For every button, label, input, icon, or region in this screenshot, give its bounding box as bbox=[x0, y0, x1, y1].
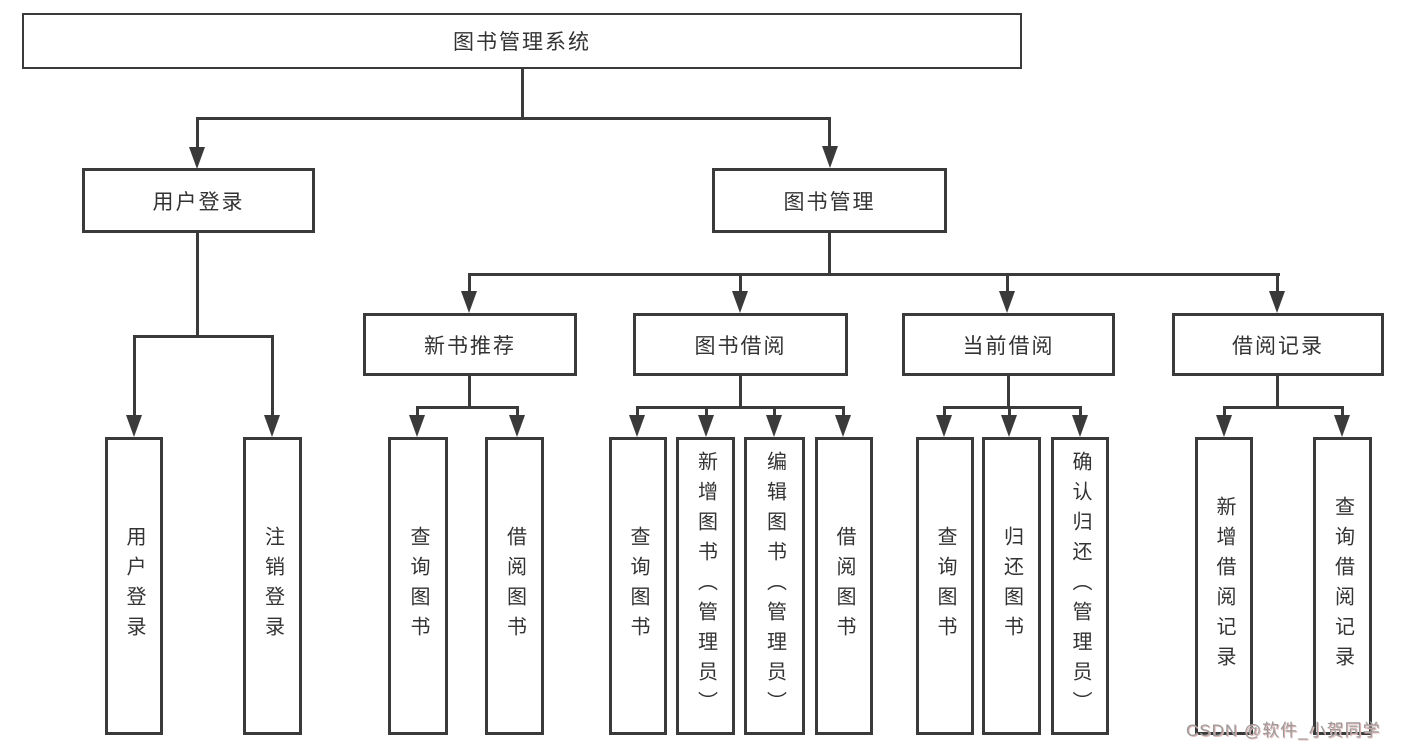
arrow-down-icon bbox=[264, 415, 280, 437]
connector-line bbox=[705, 406, 708, 418]
connector-line bbox=[1008, 406, 1011, 418]
node-book-borrowing: 图书借阅 bbox=[633, 313, 848, 376]
leaf-label: 归还图书 bbox=[1000, 526, 1023, 646]
connector-line bbox=[468, 273, 1280, 276]
node-user-login: 用户登录 bbox=[82, 168, 315, 233]
leaf-label: 借阅图书 bbox=[503, 526, 526, 646]
connector-line bbox=[773, 406, 776, 418]
node-new-book-recommend: 新书推荐 bbox=[363, 313, 577, 376]
connector-line bbox=[468, 376, 471, 409]
connector-line bbox=[636, 406, 845, 409]
connector-line bbox=[416, 406, 519, 409]
connector-line bbox=[468, 273, 471, 294]
leaf-query-borrow-record: 查询借阅记录 bbox=[1313, 437, 1372, 735]
arrow-down-icon bbox=[1269, 291, 1285, 313]
connector-line bbox=[416, 406, 419, 418]
leaf-borrow-books: 借阅图书 bbox=[815, 437, 873, 735]
arrow-down-icon bbox=[409, 415, 425, 437]
leaf-query-books-borrowing: 查询图书 bbox=[609, 437, 667, 735]
arrow-down-icon bbox=[732, 291, 748, 313]
connector-line bbox=[521, 69, 524, 117]
leaf-label: 注销登录 bbox=[261, 526, 284, 646]
connector-line bbox=[943, 406, 1082, 409]
connector-line bbox=[1276, 273, 1279, 294]
arrow-down-icon bbox=[461, 291, 477, 313]
arrow-down-icon bbox=[1216, 415, 1232, 437]
leaf-label: 查询图书 bbox=[407, 526, 429, 646]
connector-line bbox=[828, 117, 831, 150]
connector-line bbox=[739, 376, 742, 409]
connector-line bbox=[271, 335, 274, 418]
arrow-down-icon bbox=[766, 415, 782, 437]
arrow-down-icon bbox=[1072, 415, 1088, 437]
leaf-add-books-admin: 新增图书（管理员） bbox=[676, 437, 735, 735]
node-current-borrowing: 当前借阅 bbox=[902, 313, 1115, 376]
node-borrowing-records: 借阅记录 bbox=[1172, 313, 1384, 376]
connector-line bbox=[133, 335, 274, 338]
connector-line bbox=[943, 406, 946, 418]
node-book-management: 图书管理 bbox=[712, 168, 947, 233]
connector-line bbox=[516, 406, 519, 418]
arrow-down-icon bbox=[509, 415, 525, 437]
arrow-down-icon bbox=[126, 415, 142, 437]
connector-line bbox=[1006, 273, 1009, 294]
leaf-edit-books-admin: 编辑图书（管理员） bbox=[744, 437, 805, 735]
leaf-label: 编辑图书（管理员） bbox=[763, 451, 786, 721]
leaf-label: 查询图书 bbox=[627, 526, 649, 646]
leaf-label: 新增图书（管理员） bbox=[694, 451, 717, 721]
leaf-label: 用户登录 bbox=[123, 526, 145, 646]
leaf-label: 查询图书 bbox=[934, 526, 956, 646]
connector-line bbox=[636, 406, 639, 418]
leaf-label: 确认归还（管理员） bbox=[1069, 451, 1091, 721]
connector-line bbox=[196, 117, 831, 120]
connector-line bbox=[828, 233, 831, 276]
connector-line bbox=[133, 335, 136, 418]
arrow-down-icon bbox=[999, 291, 1015, 313]
arrow-down-icon bbox=[936, 415, 952, 437]
arrow-down-icon bbox=[1334, 415, 1350, 437]
connector-line bbox=[842, 406, 845, 418]
csdn-watermark: CSDN @软件_小贺同学 bbox=[1186, 721, 1381, 740]
arrow-down-icon bbox=[189, 147, 205, 169]
leaf-user-login: 用户登录 bbox=[105, 437, 163, 735]
connector-line bbox=[1341, 406, 1344, 418]
connector-line bbox=[1276, 376, 1279, 409]
arrow-down-icon bbox=[835, 415, 851, 437]
arrow-down-icon bbox=[698, 415, 714, 437]
leaf-label: 新增借阅记录 bbox=[1213, 496, 1235, 676]
leaf-label: 借阅图书 bbox=[833, 526, 855, 646]
connector-line bbox=[196, 117, 199, 150]
leaf-query-books-current: 查询图书 bbox=[916, 437, 974, 735]
leaf-query-books-recommend: 查询图书 bbox=[388, 437, 448, 735]
leaf-confirm-return-admin: 确认归还（管理员） bbox=[1051, 437, 1109, 735]
leaf-borrow-books-recommend: 借阅图书 bbox=[485, 437, 544, 735]
connector-line bbox=[1223, 406, 1344, 409]
leaf-logout: 注销登录 bbox=[243, 437, 302, 735]
leaf-return-books: 归还图书 bbox=[982, 437, 1041, 735]
connector-line bbox=[739, 273, 742, 294]
leaf-label: 查询借阅记录 bbox=[1331, 496, 1354, 676]
connector-line bbox=[1079, 406, 1082, 418]
arrow-down-icon bbox=[1001, 415, 1017, 437]
node-library-system: 图书管理系统 bbox=[22, 13, 1022, 69]
connector-line bbox=[1223, 406, 1226, 418]
arrow-down-icon bbox=[822, 146, 838, 168]
leaf-add-borrow-record: 新增借阅记录 bbox=[1195, 437, 1253, 735]
arrow-down-icon bbox=[629, 415, 645, 437]
connector-line bbox=[196, 233, 199, 337]
connector-line bbox=[1007, 376, 1010, 409]
